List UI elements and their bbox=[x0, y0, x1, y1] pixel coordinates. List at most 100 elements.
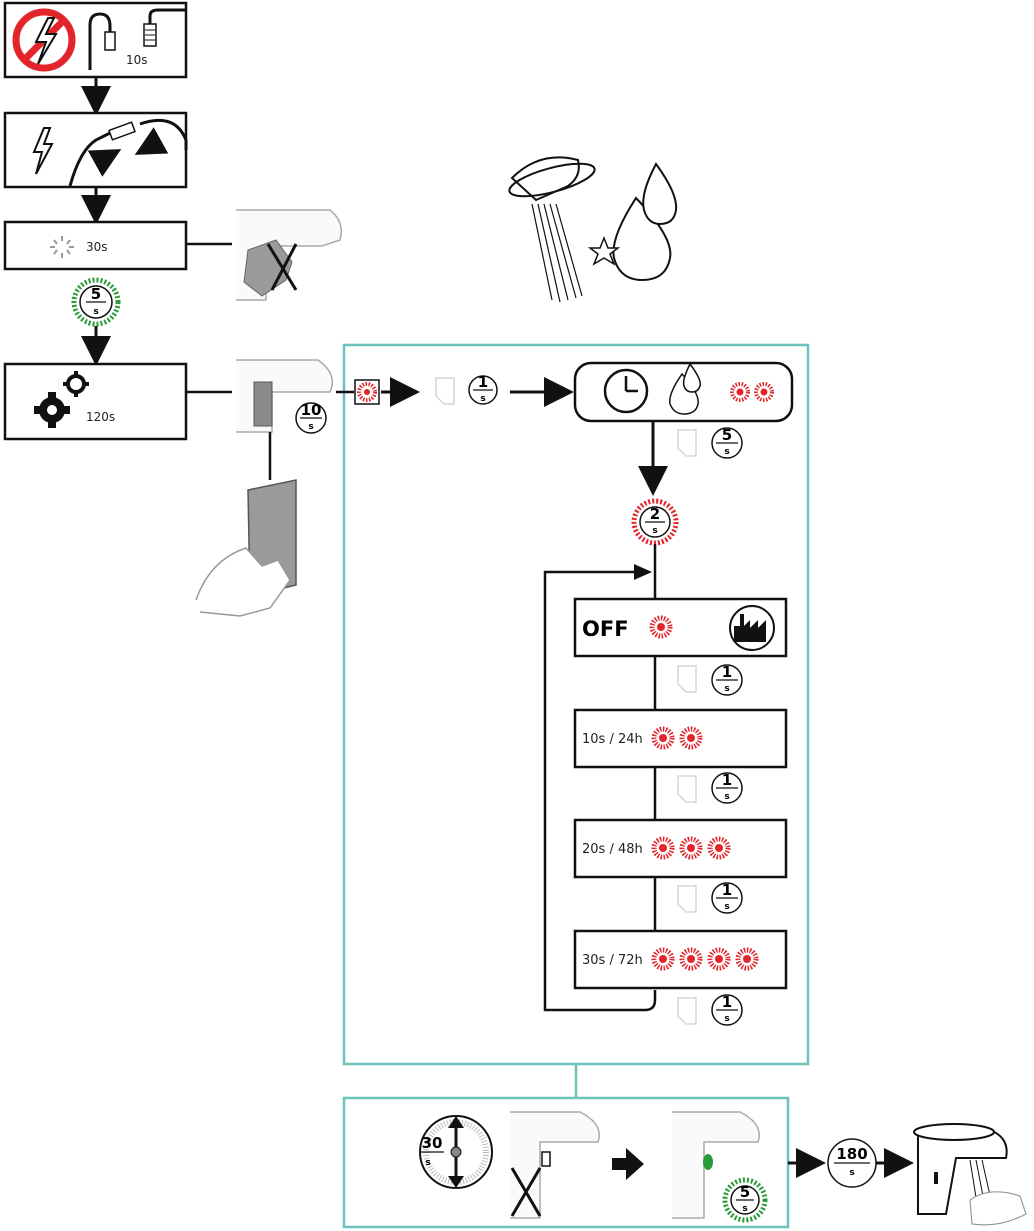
svg-text:s: s bbox=[724, 902, 729, 912]
wait-badge-green-finish: 5 s bbox=[722, 1177, 768, 1223]
svg-text:s: s bbox=[724, 1014, 729, 1024]
svg-text:s: s bbox=[849, 1168, 854, 1178]
hand-icon bbox=[677, 429, 697, 457]
step-settings: 120s bbox=[3, 362, 188, 441]
svg-text:30s / 72h: 30s / 72h bbox=[582, 953, 643, 968]
led-blink-icon bbox=[735, 947, 759, 971]
hand-icon bbox=[677, 665, 697, 693]
led-blink-icon bbox=[679, 947, 703, 971]
led-blink-icon bbox=[707, 836, 731, 860]
svg-text:180: 180 bbox=[836, 1145, 867, 1163]
loop-back-line bbox=[543, 570, 657, 1012]
svg-text:1: 1 bbox=[478, 373, 488, 391]
svg-text:1: 1 bbox=[722, 881, 732, 899]
cloth-icon bbox=[195, 479, 297, 617]
led-blink-icon bbox=[651, 726, 675, 750]
badge-step-20: 1 s bbox=[711, 881, 743, 914]
svg-text:s: s bbox=[308, 422, 313, 432]
settings-time: 120s bbox=[86, 410, 115, 424]
cable-connector-icon bbox=[88, 8, 186, 70]
led-blink-indicator bbox=[730, 382, 774, 402]
svg-text:5: 5 bbox=[91, 285, 101, 303]
step-connect-power bbox=[3, 111, 188, 189]
badge-hand-5: 5 s bbox=[711, 426, 743, 459]
led-core bbox=[687, 955, 695, 963]
led-blink-icon bbox=[707, 947, 731, 971]
faucet-icon bbox=[913, 1123, 1027, 1226]
no-power-icon bbox=[12, 8, 76, 72]
led-blink-icon bbox=[679, 726, 703, 750]
led-core bbox=[715, 955, 723, 963]
svg-text:30: 30 bbox=[422, 1134, 443, 1152]
water-drop-icon bbox=[587, 162, 678, 282]
svg-text:20s / 48h: 20s / 48h bbox=[582, 842, 643, 857]
option-off-leds bbox=[649, 615, 673, 639]
wait-badge-180: 180 s bbox=[827, 1138, 877, 1188]
svg-text:5: 5 bbox=[722, 426, 732, 444]
badge-step-30: 1 s bbox=[711, 993, 743, 1026]
startup-time: 30s bbox=[86, 240, 108, 254]
wait-badge-red: 2 s bbox=[631, 498, 679, 546]
led-core bbox=[687, 734, 695, 742]
water-drop-icon bbox=[669, 362, 702, 415]
svg-text:1: 1 bbox=[722, 663, 732, 681]
step-startup: 30s bbox=[3, 220, 188, 271]
led-core bbox=[659, 734, 667, 742]
svg-text:s: s bbox=[724, 684, 729, 694]
svg-text:5: 5 bbox=[740, 1183, 750, 1201]
svg-text:s: s bbox=[724, 447, 729, 457]
faucet-do-not-touch bbox=[510, 1111, 600, 1219]
led-core bbox=[659, 844, 667, 852]
badge-hand-1: 1 s bbox=[468, 373, 498, 405]
led-core bbox=[687, 844, 695, 852]
hand-icon bbox=[677, 775, 697, 803]
hand-icon bbox=[677, 997, 697, 1025]
svg-text:10s / 24h: 10s / 24h bbox=[582, 732, 643, 747]
svg-text:s: s bbox=[652, 526, 657, 536]
disconnect-time: 10s bbox=[126, 53, 148, 67]
wait-badge-green: 5 s bbox=[71, 277, 121, 327]
option-30s-leds bbox=[651, 947, 759, 971]
svg-text:s: s bbox=[742, 1204, 747, 1214]
option-20s-leds bbox=[651, 836, 731, 860]
loading-spinner-icon bbox=[50, 236, 74, 258]
svg-text:OFF: OFF bbox=[582, 617, 629, 641]
svg-text:s: s bbox=[480, 394, 485, 404]
svg-text:10: 10 bbox=[301, 401, 322, 419]
arrow-right-icon bbox=[612, 1148, 644, 1180]
hygiene-flush-box bbox=[573, 361, 794, 423]
hold-badge: 10 s bbox=[295, 401, 327, 434]
led-indicator bbox=[354, 379, 380, 405]
clock-icon bbox=[603, 368, 649, 414]
faucet-green-led bbox=[672, 1111, 760, 1219]
svg-text:s: s bbox=[724, 792, 729, 802]
hand-icon bbox=[435, 377, 455, 405]
cable-connector-icon bbox=[68, 119, 188, 187]
step-disconnect-power: 10s bbox=[3, 1, 188, 79]
led-core bbox=[657, 623, 665, 631]
led-blink-icon bbox=[651, 836, 675, 860]
svg-text:1: 1 bbox=[722, 771, 732, 789]
hand-icon bbox=[677, 885, 697, 913]
option-10s-leds bbox=[651, 726, 703, 750]
led-blink-icon bbox=[649, 615, 673, 639]
led-core bbox=[715, 844, 723, 852]
lightning-icon bbox=[32, 127, 54, 175]
led-core bbox=[659, 955, 667, 963]
badge-off-step: 1 s bbox=[711, 663, 743, 696]
svg-text:2: 2 bbox=[650, 505, 660, 523]
gears-icon bbox=[34, 371, 89, 428]
factory-icon bbox=[729, 605, 775, 651]
led-core bbox=[743, 955, 751, 963]
led-blink-icon bbox=[651, 947, 675, 971]
wait-30-dial: 30 s bbox=[419, 1115, 493, 1189]
svg-text:1: 1 bbox=[722, 993, 732, 1011]
water-spray-icon bbox=[508, 156, 596, 303]
option-off: OFF bbox=[573, 597, 788, 658]
led-blink-icon bbox=[679, 836, 703, 860]
do-not-touch-illustration bbox=[236, 209, 342, 301]
svg-text:s: s bbox=[425, 1158, 430, 1168]
svg-text:s: s bbox=[93, 307, 98, 317]
cover-sensor-illustration bbox=[236, 359, 333, 433]
